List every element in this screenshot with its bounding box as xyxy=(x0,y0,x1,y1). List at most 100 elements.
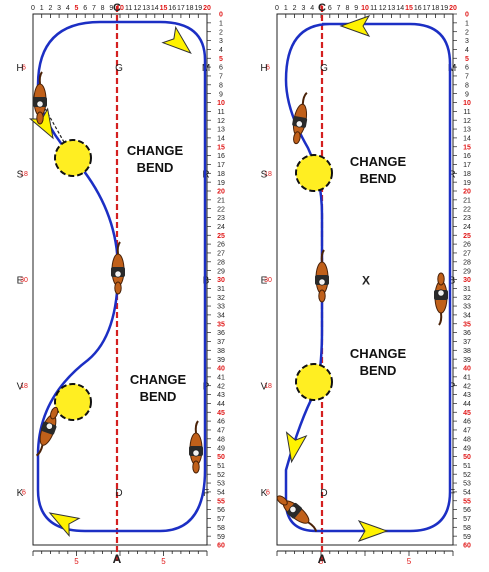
right-ruler-number: 48 xyxy=(463,436,471,443)
right-ruler-number: 31 xyxy=(463,286,471,293)
right-ruler-number: 0 xyxy=(219,12,223,19)
left-distance-number: 6 xyxy=(22,65,26,72)
top-ruler-number: 11 xyxy=(370,5,377,12)
right-ruler-number: 28 xyxy=(217,259,225,266)
right-ruler-number: 18 xyxy=(217,171,225,178)
horse-tail xyxy=(438,312,443,326)
marker-letter-B: B xyxy=(449,276,456,287)
marker-letter-V: V xyxy=(17,382,24,393)
right-ruler-number: 1 xyxy=(465,20,469,27)
rider-helmet xyxy=(192,449,200,457)
horse-panel1-f xyxy=(189,420,203,474)
right-ruler-number: 29 xyxy=(463,268,471,275)
change-bend-label-line1: CHANGE xyxy=(130,372,187,387)
horse-panel2-b xyxy=(434,272,448,326)
top-ruler-number: 7 xyxy=(337,5,341,12)
rider-helmet xyxy=(36,100,44,108)
right-ruler-number: 10 xyxy=(217,100,225,107)
change-bend-label-line2: BEND xyxy=(137,160,174,175)
right-ruler-number: 50 xyxy=(463,454,471,461)
right-ruler-number: 56 xyxy=(217,507,225,514)
right-ruler-number: 44 xyxy=(463,401,471,408)
right-ruler-number: 49 xyxy=(463,445,471,452)
right-ruler-number: 55 xyxy=(463,498,471,505)
change-bend-label-line2: BEND xyxy=(140,389,177,404)
direction-arrow-icon xyxy=(357,520,389,542)
rider-helmet xyxy=(295,120,303,128)
change-bend-circle xyxy=(295,154,333,192)
horse-tail xyxy=(35,444,44,457)
right-ruler-number: 7 xyxy=(219,74,223,81)
horse-panel2-center xyxy=(315,249,329,303)
marker-letter-K: K xyxy=(261,488,268,499)
right-ruler-number: 15 xyxy=(463,144,471,151)
rider-helmet xyxy=(45,422,53,430)
top-ruler-number: 9 xyxy=(109,5,113,12)
left-distance-number: 6 xyxy=(22,489,26,496)
right-ruler-number: 6 xyxy=(465,65,469,72)
horse-tail xyxy=(307,521,318,532)
direction-arrow-icon xyxy=(285,431,308,464)
marker-letter-D: D xyxy=(320,488,327,499)
right-ruler-number: 19 xyxy=(463,180,471,187)
right-ruler-number: 14 xyxy=(463,136,471,143)
right-ruler-number: 29 xyxy=(217,268,225,275)
top-ruler-number: 7 xyxy=(92,5,96,12)
rider-helmet xyxy=(114,270,122,278)
horse-panel1-h xyxy=(33,71,47,125)
horse-tail xyxy=(116,241,121,255)
marker-letter-C: C xyxy=(113,2,121,14)
right-ruler-number: 56 xyxy=(463,507,471,514)
marker-letter-A: A xyxy=(318,552,327,566)
top-ruler-number: 14 xyxy=(151,5,159,12)
marker-letter-R: R xyxy=(448,169,455,180)
arrow-panel1-top xyxy=(161,25,192,54)
bottom-ruler-number: 5 xyxy=(161,557,166,566)
top-ruler-number: 17 xyxy=(177,5,185,12)
top-ruler-number: 13 xyxy=(142,5,150,12)
right-ruler-number: 48 xyxy=(217,436,225,443)
right-ruler-number: 42 xyxy=(463,383,471,390)
right-ruler-number: 25 xyxy=(217,233,225,240)
right-ruler-number: 0 xyxy=(465,12,469,19)
top-ruler-number: 9 xyxy=(354,5,358,12)
right-ruler-number: 2 xyxy=(465,29,469,36)
arena-panel-2: 0123456789101112131415161718192055012345… xyxy=(260,2,471,566)
top-ruler-number: 10 xyxy=(116,5,124,12)
right-ruler-number: 54 xyxy=(217,490,225,497)
marker-letter-E: E xyxy=(261,276,268,287)
change-bend-circle xyxy=(54,383,92,421)
change-bend-label-line1: CHANGE xyxy=(127,143,184,158)
right-ruler-number: 45 xyxy=(463,410,471,417)
top-ruler-number: 15 xyxy=(160,5,168,12)
top-ruler-number: 3 xyxy=(301,5,305,12)
right-ruler-number: 22 xyxy=(463,206,471,213)
right-ruler-number: 22 xyxy=(217,206,225,213)
change-bend-circle xyxy=(295,363,333,401)
top-ruler-number: 15 xyxy=(405,5,413,12)
right-ruler-number: 32 xyxy=(463,295,471,302)
right-ruler-number: 51 xyxy=(217,463,225,470)
right-ruler-number: 12 xyxy=(217,118,225,125)
change-bend-circle xyxy=(54,139,92,177)
right-ruler-number: 13 xyxy=(463,127,471,134)
right-ruler-number: 34 xyxy=(217,313,225,320)
right-ruler-number: 3 xyxy=(465,38,469,45)
horse-panel2-k xyxy=(276,495,318,532)
right-ruler-number: 53 xyxy=(217,481,225,488)
right-ruler-number: 23 xyxy=(463,215,471,222)
direction-arrow-icon xyxy=(161,25,192,54)
top-ruler-number: 5 xyxy=(75,5,79,12)
right-ruler-number: 37 xyxy=(217,339,225,346)
right-ruler-number: 33 xyxy=(463,304,471,311)
top-ruler-number: 1 xyxy=(40,5,44,12)
right-ruler-number: 38 xyxy=(463,348,471,355)
right-ruler-number: 45 xyxy=(217,410,225,417)
right-ruler-number: 30 xyxy=(463,277,471,284)
right-ruler-number: 33 xyxy=(217,304,225,311)
right-ruler-number: 5 xyxy=(219,56,223,63)
top-ruler-number: 12 xyxy=(379,5,387,12)
left-distance-number: 6 xyxy=(266,65,270,72)
left-distance-number: 30 xyxy=(264,277,272,284)
